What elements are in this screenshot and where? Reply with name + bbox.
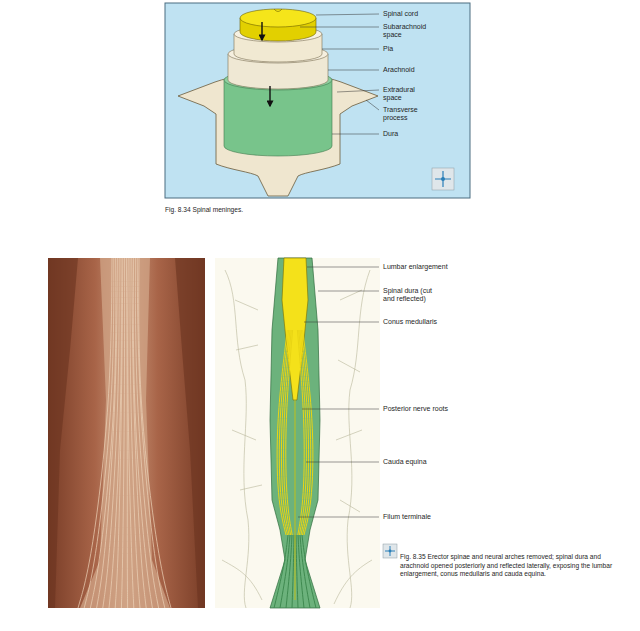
photo-strand [139,258,171,608]
photo-strand [115,258,123,608]
filum-terminale [295,400,296,600]
photo-ground [48,258,205,608]
photo-canal [80,258,170,608]
spinal-dura [270,258,320,608]
photo-strand [121,258,124,608]
leader-lines [300,14,379,134]
vertebra [178,74,378,196]
drawing-ground [215,258,380,608]
photo-strand [128,258,134,608]
spinal-cord-top [240,9,316,27]
nerve-root-strand [280,535,290,608]
part-label: Conus medullaris [383,318,453,326]
figure-caption: Fig. 8.35 Erector spinae and neural arch… [400,553,622,579]
leader-line [307,267,379,268]
part-label: Pia [383,45,435,53]
photo-muscle [175,258,205,608]
nerve-root-strand [296,535,298,608]
photo-strand [126,258,127,608]
meninges-figure [165,3,470,198]
nerve-root-strand [292,535,294,608]
part-label: Posterior nerve roots [383,405,463,413]
median-fissure [274,9,282,12]
photo-strand [103,258,119,608]
part-label: Arachnoid [383,66,435,74]
part-label: Dura [383,130,435,138]
part-label: Lumbar enlargement [383,263,453,271]
nerve-root-strand [303,330,313,535]
leader-line [337,90,379,92]
part-label: Subarachnoid space [383,23,435,39]
photo-strand [137,258,165,608]
dura-layer [224,80,332,156]
leader-line [306,462,379,463]
figure-panel [165,3,470,198]
part-label: Transverse process [383,106,435,122]
space-arrow [269,86,270,106]
leader-lines [298,267,379,517]
leader-line [332,134,379,135]
leader-line [304,322,379,323]
leader-line [318,291,379,292]
nerve-root-strand [277,330,287,535]
part-label: Spinal cord [383,10,435,18]
nerve-root-strand [286,535,292,608]
leader-line [300,27,379,28]
nerve-root-strand [302,535,316,608]
photo-nerve-roots [78,258,171,608]
part-label: Filum terminale [383,513,453,521]
figure-caption: Fig. 8.34 Spinal meninges. [165,206,385,215]
photo-strand [90,258,115,608]
nerve-root-strand [300,535,310,608]
part-label: Extradural space [383,86,435,102]
leader-line [366,100,379,110]
spinal-cord [282,258,308,400]
leader-line [322,49,379,50]
part-label: Spinal dura (cut and reflected) [383,287,445,303]
orientation-icon [432,168,454,190]
leader-line [302,409,379,410]
photo-strand [84,258,114,608]
leader-line [298,517,379,518]
dissection-photo [48,258,205,608]
orientation-icon [383,544,397,558]
dissection-drawing [215,258,397,608]
photo-strand [133,258,152,608]
photo-strand [109,258,121,608]
photo-strand [97,258,118,608]
leader-line [328,70,379,71]
leader-line [316,14,379,15]
space-arrow [261,22,262,40]
photo-muscle [48,258,78,608]
part-label: Cauda equina [383,458,453,466]
